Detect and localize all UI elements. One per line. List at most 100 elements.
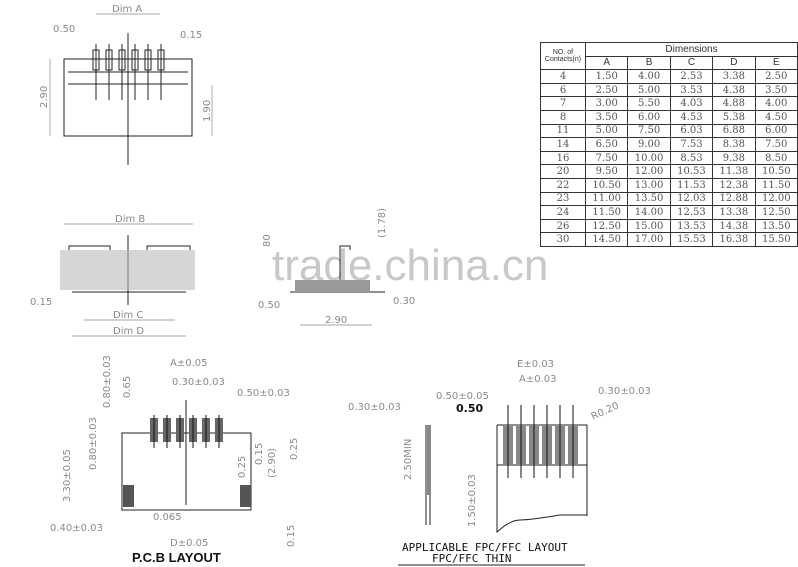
dim-b-label: Dim B [115,214,145,225]
dimension-cell: 5.00 [627,82,671,98]
dimension-cell: 10.00 [627,150,671,166]
column-header-c: C [669,55,714,71]
fpc-dimension-label: 0.50 [456,402,483,415]
dim-d-label: Dim D [113,326,144,337]
pcb-dimension-label: 0.25 [237,456,248,478]
dimension-cell: 16.38 [712,232,756,247]
dimension-cell: 12.53 [669,205,714,220]
dimension-cell: 8.38 [712,137,756,152]
fpc-dimension-label: 2.50MIN [403,439,414,480]
dimension-cell: 4.00 [754,96,798,111]
dimension-cell: 3.53 [669,82,714,98]
dimension-cell: 6.00 [754,123,798,139]
dimension-cell: 12.50 [754,205,798,220]
dimension-cell: 2.53 [669,69,714,84]
dimension-cell: 12.88 [712,191,756,207]
dimension-cell: 4.38 [712,82,756,98]
dimension-cell: 12.38 [712,177,756,193]
dimension-cell: 11.00 [584,191,629,207]
contacts-cell: 7 [540,96,586,111]
dimension-cell: 13.00 [627,177,671,193]
column-header-e: E [754,55,798,71]
fpc-title: APPLICABLE FPC/FFC LAYOUT [402,541,568,554]
dimension-cell: 6.88 [712,123,756,139]
fpc-dimension-label: A±0.03 [519,374,557,385]
side-width-label: 2.90 [325,315,347,326]
dimension-cell: 13.38 [712,205,756,220]
dimension-cell: 7.53 [669,137,714,152]
column-header-a: A [584,55,629,71]
dimension-cell: 9.00 [627,137,671,152]
dimension-cell: 12.03 [669,191,714,207]
offset-label: 0.15 [30,297,52,308]
dimension-cell: 1.50 [584,69,629,84]
dimension-cell: 3.50 [754,82,798,98]
dim-c-label: Dim C [113,310,143,321]
pcb-dimension-label: A±0.05 [170,358,208,369]
dimension-cell: 10.50 [754,164,798,179]
pcb-dimension-label: 0.15 [286,525,297,547]
fpc-dimension-label: 0.50±0.05 [436,391,489,402]
dimension-cell: 14.38 [712,218,756,234]
pcb-dimension-label: (2.90) [267,448,278,478]
contacts-cell: 6 [540,82,586,98]
side-ref-label: (1.78) [377,208,388,238]
pcb-dimension-label: 0.50±0.03 [237,388,290,399]
front-view: Dim B 0.15 Dim C Dim D [30,214,195,337]
top-view: Dim A 0.50 0.15 2.90 1.90 [39,4,213,165]
fpc-dimension-label: R0.20 [590,400,621,422]
pcb-dimension-label: 0.80±0.03 [88,417,99,470]
pcb-dimension-label: 0.80±0.03 [102,355,113,408]
dimension-cell: 5.38 [712,109,756,125]
dimension-cell: 6.03 [669,123,714,139]
side-view: 80 (1.78) 0.50 2.90 0.30 [258,208,415,326]
dimension-cell: 6.00 [627,109,671,125]
dimension-cell: 5.00 [584,123,629,139]
dimension-cell: 4.53 [669,109,714,125]
dimension-cell: 15.00 [627,218,671,234]
pin-width-label: 0.15 [180,30,202,41]
contacts-cell: 14 [540,137,586,152]
dimension-cell: 7.50 [584,150,629,166]
dimension-cell: 3.38 [712,69,756,84]
contacts-header: NO. of Contacts(n) [540,41,586,71]
fpc-dimension-label: 0.30±0.03 [598,386,651,397]
dimension-cell: 5.50 [627,96,671,111]
dimension-cell: 4.50 [754,109,798,125]
dimension-cell: 11.38 [712,164,756,179]
dim-a-label: Dim A [112,4,142,15]
dimension-cell: 11.50 [754,177,798,193]
pcb-dimension-label: 0.30±0.03 [172,377,225,388]
side-height-label: 80 [262,234,273,247]
dimension-cell: 7.50 [627,123,671,139]
pcb-dimension-label: 0.25 [289,438,300,460]
dimension-cell: 2.50 [584,82,629,98]
contacts-cell: 30 [540,232,586,247]
dimension-cell: 13.53 [669,218,714,234]
dimension-cell: 12.50 [584,218,629,234]
dimension-cell: 13.50 [627,191,671,207]
dimension-cell: 12.00 [627,164,671,179]
dimension-cell: 9.38 [712,150,756,166]
dimension-cell: 11.53 [669,177,714,193]
side-left-label: 0.50 [258,300,280,311]
dimension-cell: 6.50 [584,137,629,152]
dimension-cell: 12.00 [754,191,798,207]
dimension-cell: 17.00 [627,232,671,247]
contacts-cell: 20 [540,164,586,179]
side-right-label: 0.30 [393,296,415,307]
dimension-cell: 10.53 [669,164,714,179]
